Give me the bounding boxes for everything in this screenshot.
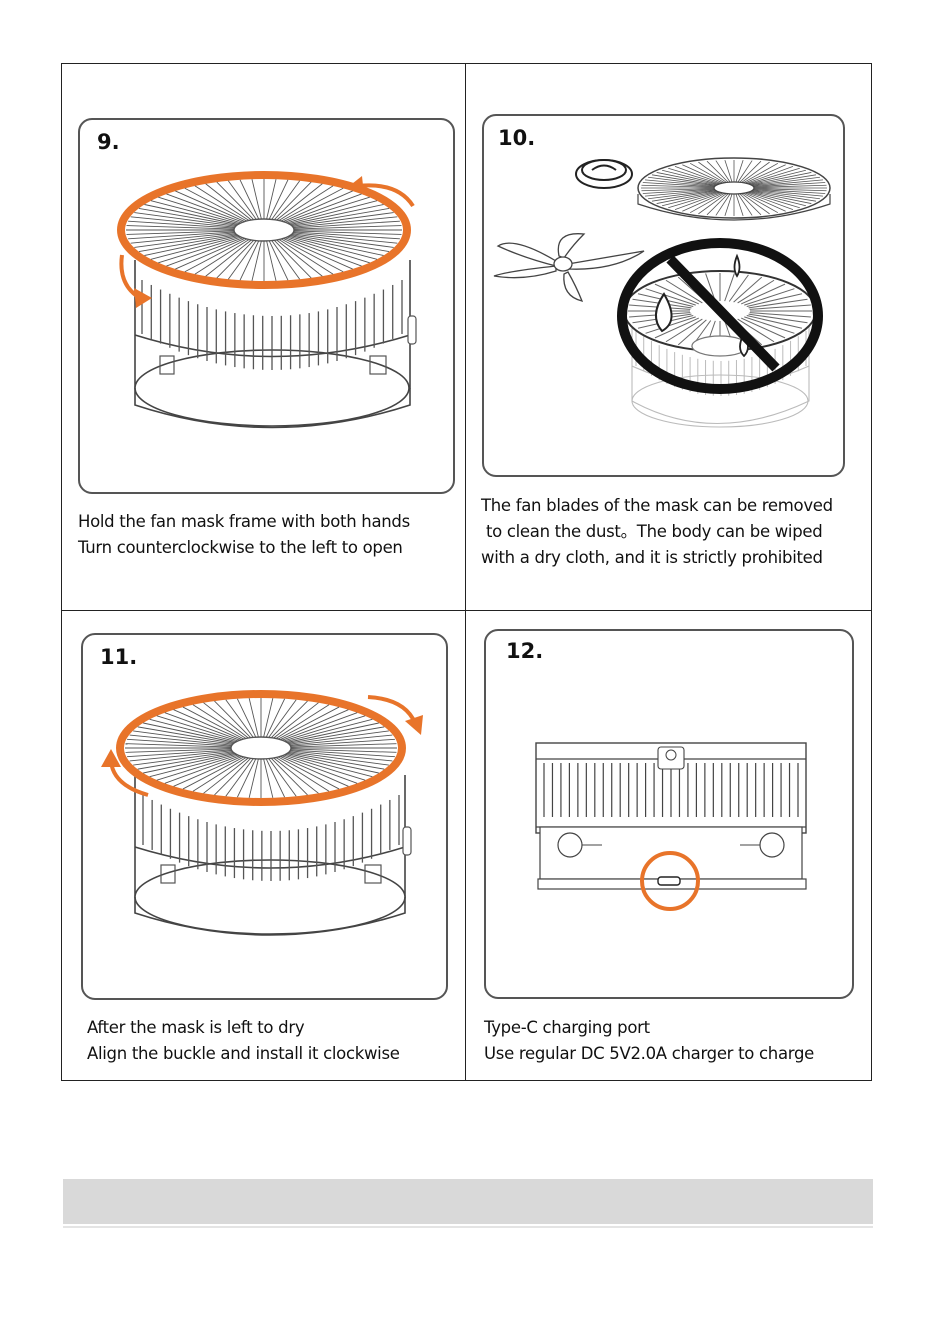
step-12-caption-line: Use regular DC 5V2.0A charger to charge [484,1044,814,1063]
step-10-caption: The fan blades of the mask can be remove… [481,493,833,571]
step-10-illustration: 10. [482,114,845,477]
step-9-number: 9. [97,130,120,154]
step-12-number: 12. [506,639,544,663]
fan-type-c-port-icon [535,742,807,911]
step-10-number: 10. [498,126,536,150]
step-11-illustration: 11. [81,633,448,1000]
step-10-caption-line: to clean the dust。The body can be wiped [481,522,823,541]
step-12-caption: Type-C charging port Use regular DC 5V2.… [484,1015,814,1067]
step-11-caption: After the mask is left to dry Align the … [87,1015,400,1067]
step-9-caption-line: Hold the fan mask frame with both hands [78,512,410,531]
step-10-caption-line: The fan blades of the mask can be remove… [481,496,833,515]
fan-install-clockwise-icon [101,690,423,936]
step-11-number: 11. [100,645,138,669]
step-9-illustration: 9. [78,118,455,494]
grid-divider-vertical [465,63,466,1081]
footer-divider [63,1226,873,1228]
step-12-caption-line: Type-C charging port [484,1018,650,1037]
fan-open-counterclockwise-icon [117,171,417,429]
fan-parts-cleaning-icon [493,157,831,428]
grid-divider-horizontal [61,610,872,611]
step-11-caption-line: After the mask is left to dry [87,1018,305,1037]
step-9-caption: Hold the fan mask frame with both hands … [78,509,410,561]
step-11-caption-line: Align the buckle and install it clockwis… [87,1044,400,1063]
footer-bar [63,1179,873,1224]
step-12-illustration: 12. [484,629,854,999]
step-9-caption-line: Turn counterclockwise to the left to ope… [78,538,403,557]
instruction-grid [61,63,872,1081]
step-10-caption-line: with a dry cloth, and it is strictly pro… [481,548,823,567]
